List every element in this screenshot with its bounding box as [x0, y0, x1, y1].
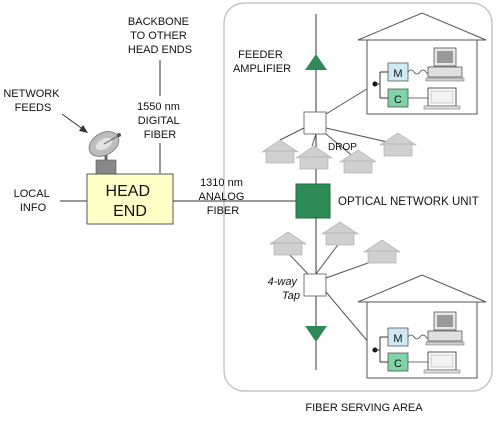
- head-end-label: HEAD END: [106, 183, 155, 220]
- drop-line: [315, 241, 341, 275]
- small-house-icon: [363, 239, 401, 264]
- upper-tap: [303, 111, 327, 135]
- house-upper: [357, 12, 487, 115]
- drop-line: [311, 133, 317, 147]
- small-house-icon: [339, 149, 377, 174]
- modem-label: M: [393, 333, 402, 345]
- digital-fiber-label: 1550 nm DIGITAL FIBER: [137, 101, 183, 141]
- network-feeds-arrow: [61, 113, 85, 131]
- feeder-amplifier-lower-icon: [305, 326, 327, 342]
- lower-tap: [303, 273, 327, 297]
- tv-icon: [423, 351, 461, 374]
- feeder-amplifier-icon: [305, 54, 327, 70]
- small-house-icon: [269, 231, 307, 256]
- tv-icon: [423, 87, 461, 110]
- serving-area-label: FIBER SERVING AREA: [305, 402, 423, 414]
- head-end-box: [86, 173, 174, 225]
- network-feeds-label: NETWORK FEEDS: [3, 88, 62, 114]
- onu-label: OPTICAL NETWORK UNIT: [338, 196, 479, 208]
- small-house-icon: [295, 145, 333, 170]
- optical-network-unit: [295, 183, 331, 219]
- computer-icon: [425, 47, 465, 82]
- cable-box-label: C: [394, 358, 402, 370]
- network-feeds-arrowhead: [79, 125, 88, 133]
- drop-line: [287, 252, 309, 275]
- modem-label: M: [393, 68, 402, 80]
- house-lower: [357, 274, 487, 379]
- drop-line: [325, 127, 397, 145]
- small-house-icon: [379, 132, 417, 157]
- drop-line: [325, 133, 356, 159]
- computer-icon: [425, 311, 465, 346]
- cable-box-label: C: [394, 94, 402, 106]
- satellite-dish-icon: [88, 131, 121, 175]
- backbone-label: BACKBONE TO OTHER HEAD ENDS: [128, 16, 192, 56]
- analog-fiber-label: 1310 nm ANALOG FIBER: [199, 177, 248, 217]
- tap-label: 4-way Tap: [268, 276, 300, 302]
- drop-line: [279, 127, 305, 141]
- drop-label: DROP: [328, 142, 357, 153]
- feeder-amplifier-label: FEEDER AMPLIFIER: [233, 49, 291, 75]
- local-info-label: LOCAL INFO: [14, 188, 53, 214]
- small-house-icon: [261, 139, 299, 164]
- small-house-icon: [321, 221, 359, 246]
